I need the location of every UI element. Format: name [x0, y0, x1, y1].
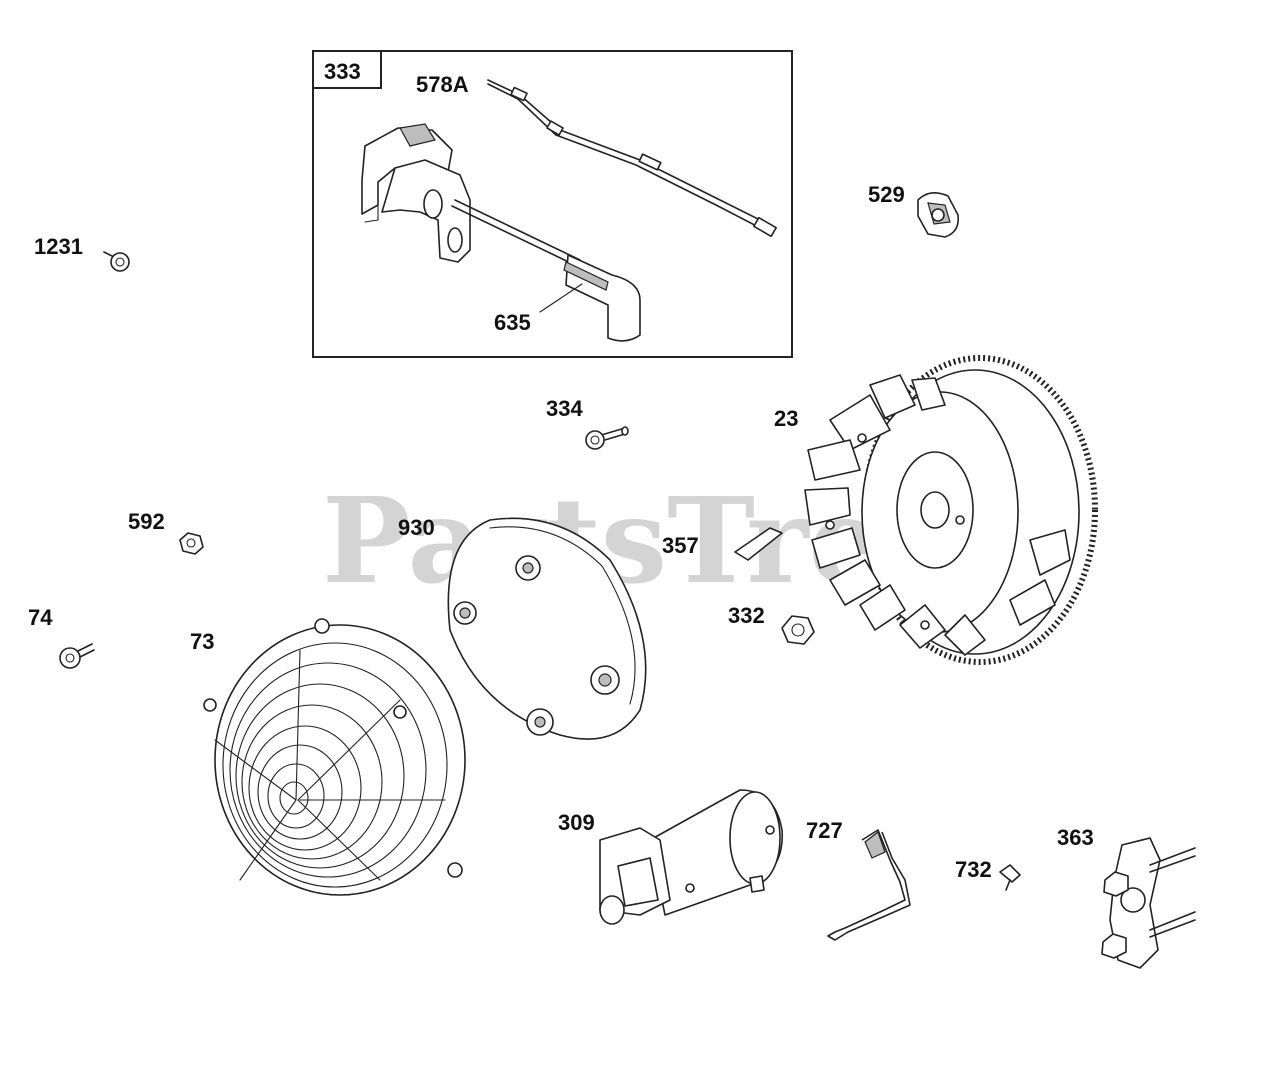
callout-592: 592 — [128, 509, 165, 534]
callout-23: 23 — [774, 406, 798, 431]
callout-357: 357 — [662, 533, 699, 558]
spark-plug-wire[interactable] — [451, 199, 641, 342]
callout-73: 73 — [190, 629, 214, 654]
fastener-363[interactable] — [1101, 837, 1196, 969]
flywheel-nut[interactable] — [781, 615, 815, 645]
kit-box-label: 333 — [324, 59, 361, 84]
callout-363: 363 — [1057, 825, 1094, 850]
leader-635 — [539, 283, 583, 313]
callout-529: 529 — [868, 182, 905, 207]
flywheel[interactable] — [804, 355, 1098, 665]
callout-1231: 1231 — [34, 234, 83, 259]
callout-578A: 578A — [416, 72, 469, 97]
nut-592[interactable] — [179, 532, 204, 555]
callout-930: 930 — [398, 515, 435, 540]
starter-motor[interactable] — [599, 789, 783, 925]
screw-1231[interactable] — [103, 251, 130, 272]
ground-wire[interactable] — [487, 79, 777, 238]
blower-cover[interactable] — [447, 517, 647, 740]
bracket-727[interactable] — [827, 829, 911, 941]
callout-635: 635 — [494, 310, 531, 335]
callout-332: 332 — [728, 603, 765, 628]
screw-74[interactable] — [59, 643, 95, 669]
callout-309: 309 — [558, 810, 595, 835]
grommet-529[interactable] — [917, 192, 960, 238]
callout-74: 74 — [28, 605, 53, 630]
bolt-732[interactable] — [999, 864, 1021, 891]
bolt-334[interactable] — [585, 426, 629, 450]
ignition-kit-box: 333 — [312, 50, 793, 358]
callout-732: 732 — [955, 857, 992, 882]
ignition-armature[interactable] — [361, 123, 471, 263]
callout-334: 334 — [546, 396, 583, 421]
callout-727: 727 — [806, 818, 843, 843]
rotating-screen[interactable] — [203, 618, 466, 896]
flywheel-key[interactable] — [734, 527, 783, 561]
